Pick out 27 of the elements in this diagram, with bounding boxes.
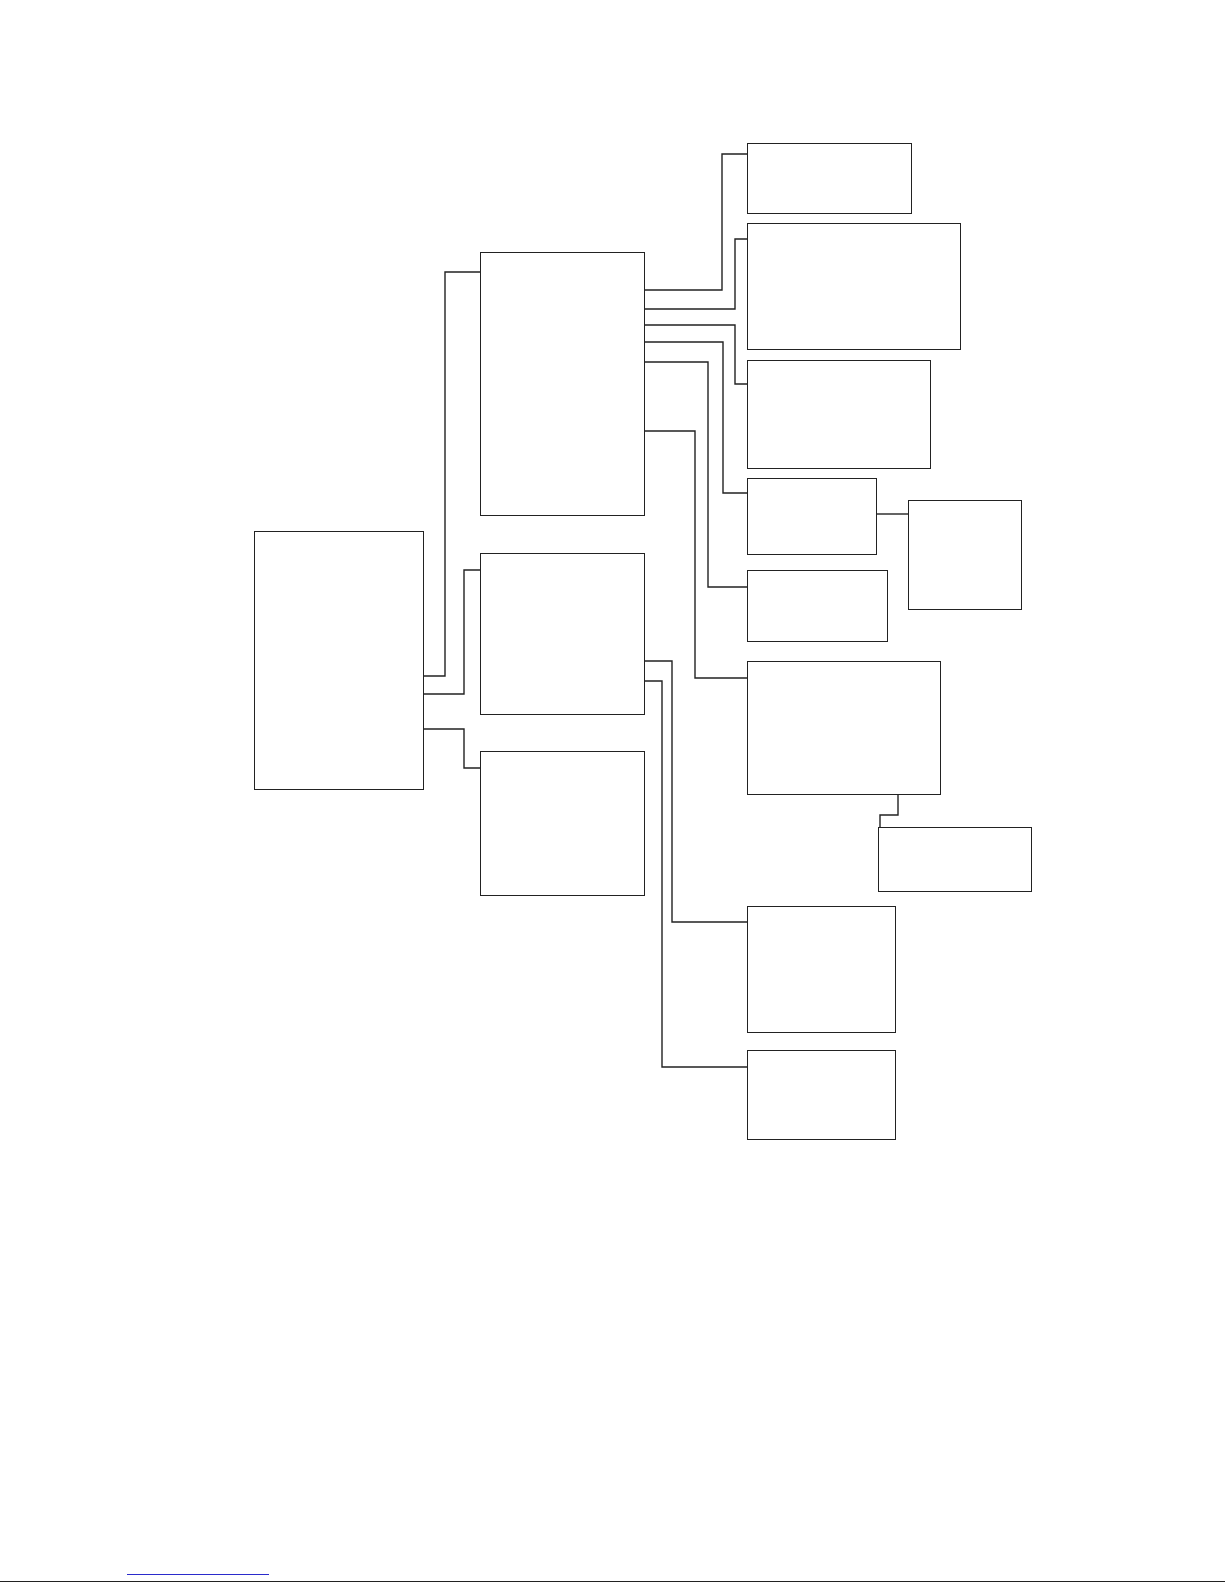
empty-box: [747, 360, 931, 469]
connector-line: [644, 430, 748, 679]
empty-box: [747, 1050, 896, 1140]
empty-box: [878, 827, 1032, 892]
empty-box: [480, 751, 645, 896]
connector-line: [644, 680, 748, 1068]
empty-box: [747, 570, 888, 642]
connector-line: [423, 271, 481, 677]
empty-box: [747, 223, 961, 350]
empty-box: [747, 478, 877, 555]
connector-line: [644, 238, 748, 310]
empty-box: [747, 143, 912, 214]
empty-box: [254, 531, 424, 790]
empty-box: [747, 661, 941, 795]
connector-line: [423, 569, 481, 695]
connector-line: [644, 324, 748, 385]
connector-line: [423, 728, 481, 769]
connector-line: [644, 361, 748, 588]
empty-box: [747, 906, 896, 1033]
connector-line: [644, 341, 748, 494]
connector-line: [876, 513, 909, 515]
empty-box: [908, 500, 1022, 610]
connector-line: [879, 794, 899, 828]
empty-box: [480, 553, 645, 715]
connector-line: [644, 660, 748, 923]
empty-box: [480, 252, 645, 516]
connector-line: [644, 153, 748, 291]
